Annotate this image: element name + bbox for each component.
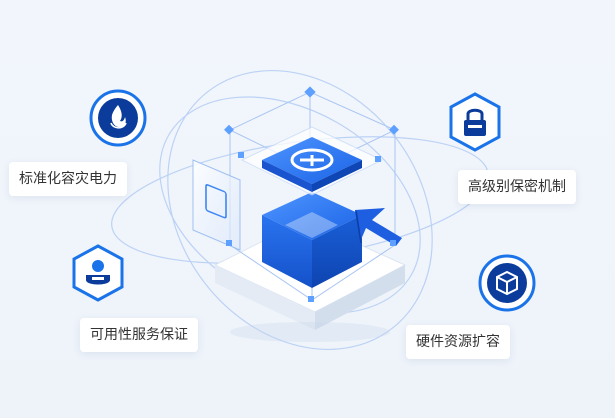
cube-icon [478, 254, 536, 312]
logo-slab [240, 126, 384, 196]
blue-core-cube [262, 192, 362, 288]
feature-label-security: 高级别保密机制 [458, 170, 576, 204]
document-panel [192, 159, 241, 251]
feature-label-availability: 可用性服务保证 [80, 318, 198, 352]
feature-label-expansion: 硬件资源扩容 [406, 325, 510, 359]
feature-label-power: 标准化容灾电力 [9, 162, 127, 196]
lock-icon [449, 92, 501, 152]
cursor-arrow [355, 208, 402, 246]
user-shield-icon [72, 244, 124, 302]
flame-icon [89, 89, 147, 147]
